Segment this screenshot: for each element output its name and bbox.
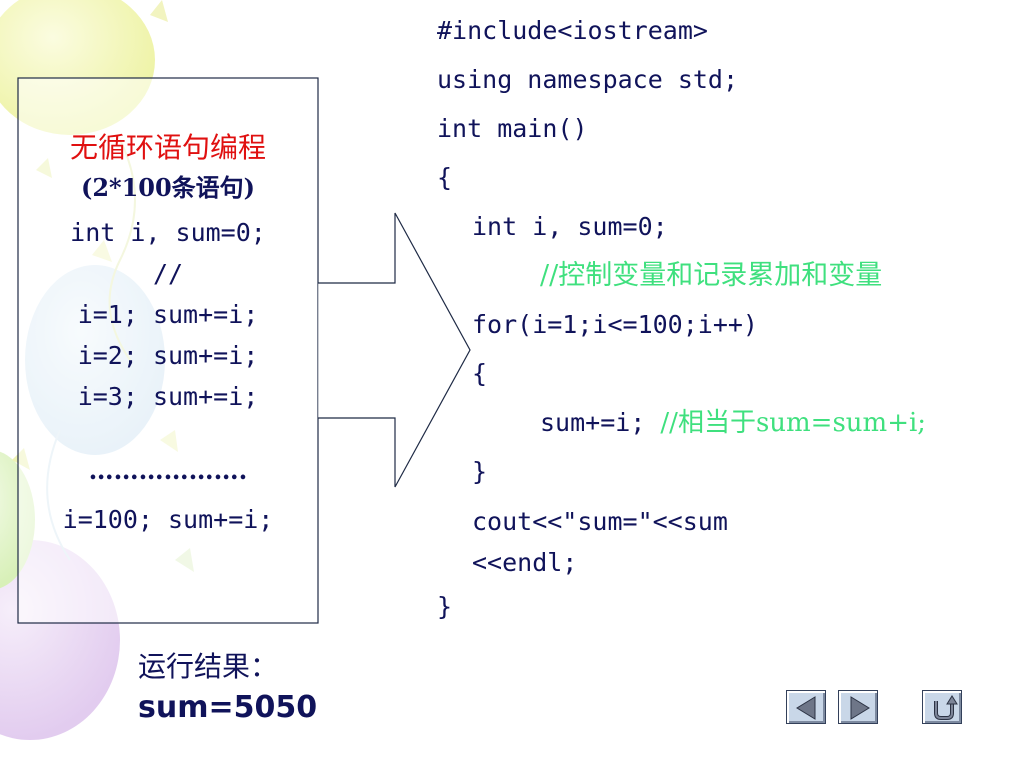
return-button[interactable] xyxy=(922,690,962,724)
code-line-using: using namespace std; xyxy=(437,65,739,94)
box-line-i2: i=2; sum+=i; xyxy=(77,341,259,370)
result-label: 运行结果： xyxy=(138,650,279,683)
next-slide-button[interactable] xyxy=(838,690,878,724)
box-line-ellipsis: ………………. xyxy=(88,456,248,485)
prev-slide-button[interactable] xyxy=(786,690,826,724)
code-sum-statement: sum+=i; xyxy=(540,408,661,437)
box-title: 无循环语句编程 xyxy=(69,131,266,164)
box-line-declare: int i, sum=0; xyxy=(70,218,266,247)
code-comment-control-vars: //控制变量和记录累加和变量 xyxy=(540,260,883,291)
box-line-i100: i=100; sum+=i; xyxy=(62,505,274,534)
code-comment-equivalent: //相当于sum=sum+i; xyxy=(660,408,927,438)
triangle-left-icon xyxy=(796,696,816,720)
code-line-endl: <<endl; xyxy=(472,548,578,577)
code-line-cout: cout<<"sum="<<sum xyxy=(472,507,728,536)
box-line-comment: // xyxy=(152,259,184,288)
code-line-for-close: } xyxy=(472,457,488,486)
right-arrow-shape xyxy=(318,212,471,488)
triangle-right-icon xyxy=(850,696,870,720)
return-arrow-icon xyxy=(934,695,958,720)
code-line-for: for(i=1;i<=100;i++) xyxy=(472,310,758,339)
box-line-i1: i=1; sum+=i; xyxy=(77,300,259,329)
box-subtitle: (2*100条语句) xyxy=(80,173,256,202)
box-line-i3: i=3; sum+=i; xyxy=(77,382,259,411)
code-line-sum: sum+=i; //相当于sum=sum+i; xyxy=(540,410,926,436)
code-line-declare: int i, sum=0; xyxy=(472,212,668,241)
result-value: sum=5050 xyxy=(138,690,318,725)
code-line-close-brace: } xyxy=(437,592,453,621)
code-line-open-brace: { xyxy=(437,163,453,192)
code-line-include: #include<iostream> xyxy=(437,16,708,45)
code-line-for-open: { xyxy=(472,359,488,388)
code-line-main: int main() xyxy=(437,114,588,143)
statement-box xyxy=(17,77,319,624)
